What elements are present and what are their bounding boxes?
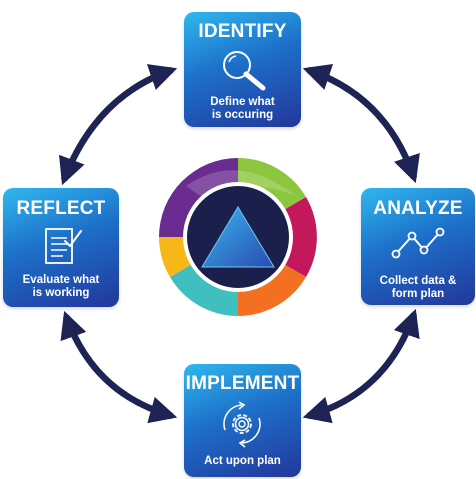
card-title: REFLECT [16,198,106,219]
card-description-line: form plan [391,288,445,300]
triangle-logo-icon [201,206,275,268]
card-description-line: is working [32,287,90,299]
arrow-identify-reflect [59,64,178,186]
card-title: IMPLEMENT [185,373,300,394]
card-analyze: ANALYZE Collect data & form plan [361,188,475,305]
card-description: Act upon plan [184,455,301,468]
arrow-analyze-implement [302,308,420,424]
arrow-identify-analyze [302,63,420,184]
card-title: IDENTIFY [198,21,287,42]
gear-cycle-icon [223,401,261,448]
card-description: Collect data & form plan [361,275,475,301]
checklist-icon [45,228,82,264]
card-description: Define what is occuring [184,96,301,122]
card-description-line: Act upon plan [204,455,281,467]
card-description-line: is occuring [211,109,274,121]
card-identify: IDENTIFY Define what is occuring [184,12,301,127]
card-description-line: Evaluate what [22,274,100,286]
card-description-line: Collect data & [379,275,457,287]
card-title: ANALYZE [373,198,463,219]
swirl-segment-purple [159,158,238,237]
card-reflect: REFLECT Evaluate what is working [3,188,119,307]
card-implement: IMPLEMENT Act upon plan [184,364,301,477]
arrow-reflect-implement [60,310,178,424]
card-description: Evaluate what is working [3,274,119,300]
card-description-line: Define what [210,96,275,108]
magnifier-icon [223,51,266,91]
line-graph-icon [391,227,445,259]
